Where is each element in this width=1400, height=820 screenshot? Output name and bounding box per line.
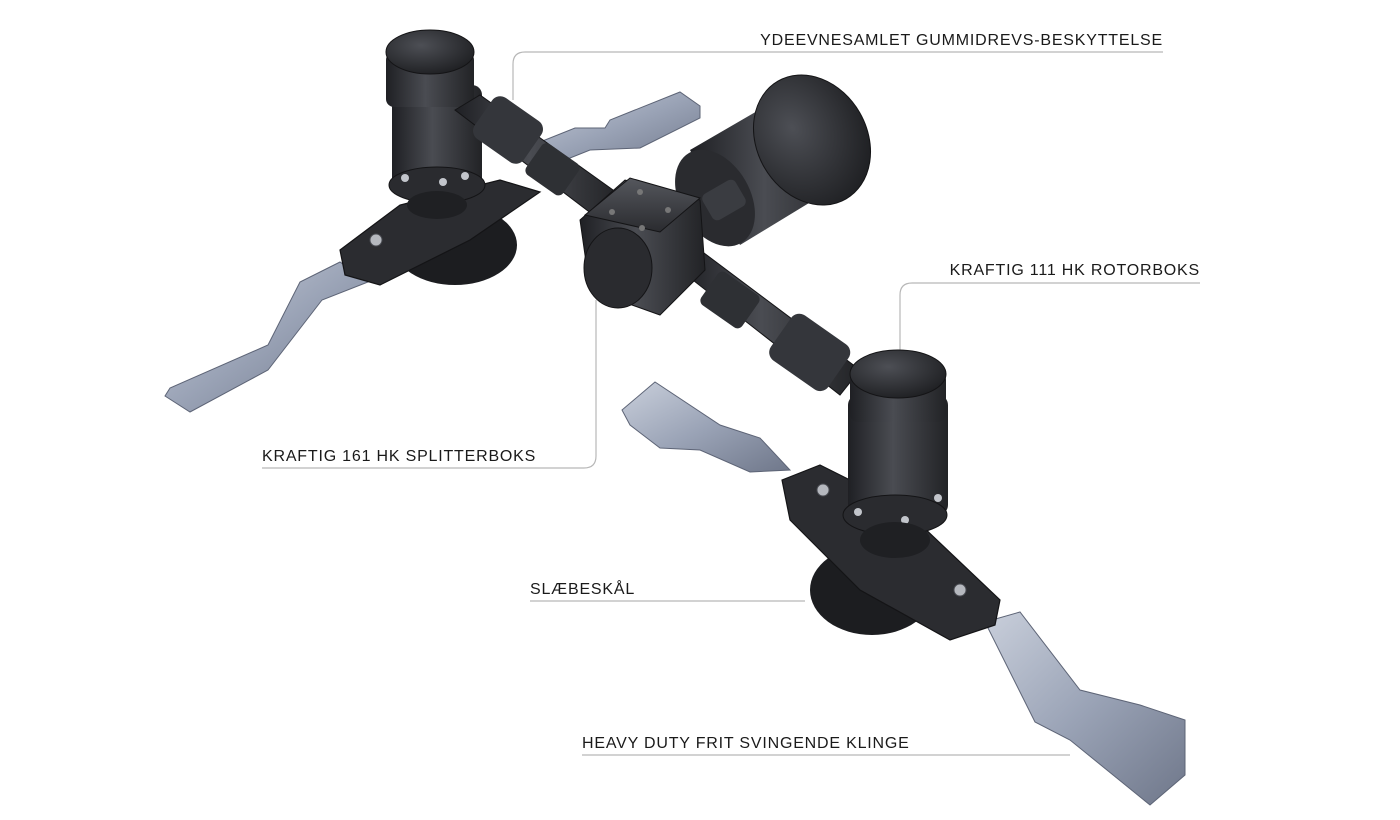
right-coupling <box>769 313 851 392</box>
label-skid-plate: SLÆBESKÅL <box>530 579 635 598</box>
left-blade-short <box>518 91 701 169</box>
splitter-top <box>583 177 702 233</box>
right-bolt-2 <box>953 583 967 597</box>
right-gearbox-base <box>860 522 930 558</box>
label-rotor-box: KRAFTIG 111 HK ROTORBOKS <box>950 262 1200 279</box>
right-bolt-1 <box>816 483 830 497</box>
right-blade-short <box>621 381 792 473</box>
guard-end-cap <box>752 74 872 206</box>
splitter-side-cap <box>583 227 653 309</box>
rubber-drive-guard <box>675 74 872 247</box>
left-ujoint <box>525 143 580 196</box>
leader-splitter-box <box>262 300 597 469</box>
right-ujoint <box>700 271 760 329</box>
left-blade-long <box>164 261 370 413</box>
left-rotor-assembly <box>164 29 701 413</box>
left-bolt <box>369 233 383 247</box>
callout-labels: YDEEVNESAMLET GUMMIDREVS-BESKYTTELSE KRA… <box>262 32 1200 752</box>
splitter-gearbox <box>579 177 706 316</box>
right-gearbox-cap <box>849 349 947 399</box>
leader-lines <box>262 51 1200 756</box>
right-rotor-assembly <box>621 349 1186 806</box>
label-splitter-box: KRAFTIG 161 HK SPLITTERBOKS <box>262 448 536 465</box>
label-rubber-drive-protection: YDEEVNESAMLET GUMMIDREVS-BESKYTTELSE <box>760 32 1163 49</box>
left-gearbox-base <box>407 191 467 219</box>
leader-rubber-drive <box>512 51 1163 100</box>
label-blade: HEAVY DUTY FRIT SVINGENDE KLINGE <box>582 735 910 752</box>
right-gearbox-body <box>848 395 948 515</box>
right-blade-long <box>984 611 1186 806</box>
leader-rotor-box <box>899 282 1200 355</box>
left-coupling <box>473 96 543 164</box>
left-gearbox-cap <box>385 29 475 75</box>
